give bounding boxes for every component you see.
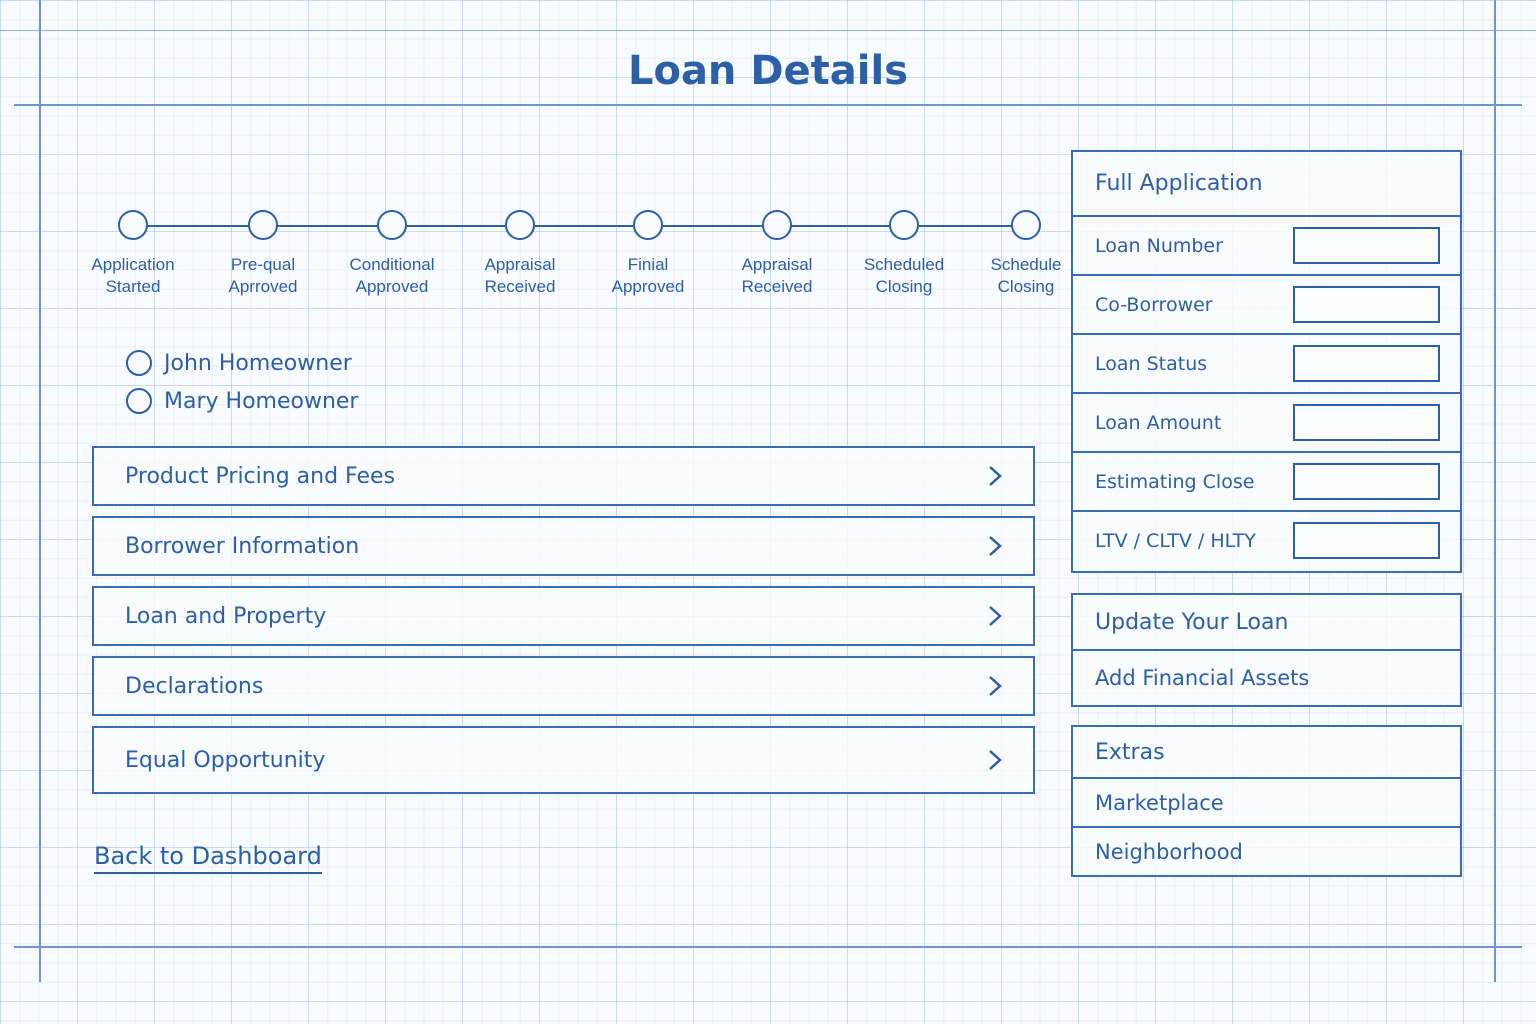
- field-label: Co-Borrower: [1095, 293, 1213, 316]
- progress-step[interactable]: Application Started: [73, 206, 193, 298]
- frame-line-top-outer: [0, 30, 1536, 31]
- step-label: Scheduled Closing: [863, 255, 945, 296]
- co-borrower-input[interactable]: [1293, 286, 1440, 323]
- step-circle-icon: [1011, 210, 1041, 240]
- step-label: Conditional Approved: [349, 255, 435, 296]
- borrower-selector: John Homeowner Mary Homeowner: [126, 344, 358, 420]
- field-row-loan-status: Loan Status: [1073, 333, 1460, 392]
- field-label: LTV / CLTV / HLTY: [1095, 529, 1256, 552]
- section-label: Product Pricing and Fees: [125, 463, 396, 489]
- progress-step[interactable]: Appraisal Received: [717, 206, 837, 298]
- chevron-right-icon: [989, 676, 1002, 696]
- field-label: Loan Number: [1095, 234, 1223, 257]
- chevron-right-icon: [989, 750, 1002, 770]
- borrower-option-mary[interactable]: Mary Homeowner: [126, 382, 358, 420]
- step-label: Appraisal Received: [741, 255, 813, 296]
- field-row-ltv: LTV / CLTV / HLTY: [1073, 510, 1460, 569]
- field-label: Estimating Close: [1095, 470, 1255, 493]
- footer-divider: [14, 946, 1522, 948]
- step-circle-icon: [505, 210, 535, 240]
- section-label: Loan and Property: [125, 603, 327, 629]
- loan-progress-stepper: Application Started Pre-qual Aprroved Co…: [70, 206, 1070, 306]
- section-label: Equal Opportunity: [125, 747, 326, 773]
- step-circle-icon: [377, 210, 407, 240]
- section-label: Borrower Information: [125, 533, 360, 559]
- neighborhood-link[interactable]: Neighborhood: [1073, 826, 1460, 875]
- section-equal-opportunity[interactable]: Equal Opportunity: [92, 726, 1035, 794]
- back-to-dashboard-link[interactable]: Back to Dashboard: [94, 842, 322, 874]
- step-circle-icon: [248, 210, 278, 240]
- update-loan-panel: Update Your Loan Add Financial Assets: [1071, 593, 1462, 707]
- link-label: Neighborhood: [1095, 839, 1243, 864]
- progress-step[interactable]: Schedule Closing: [966, 206, 1086, 298]
- borrower-name: Mary Homeowner: [164, 388, 359, 414]
- progress-step[interactable]: Appraisal Received: [460, 206, 580, 298]
- link-label: Marketplace: [1095, 790, 1224, 815]
- page-title: Loan Details: [627, 48, 909, 94]
- step-label: Appraisal Received: [484, 255, 556, 296]
- progress-step[interactable]: Pre-qual Aprroved: [203, 206, 323, 298]
- progress-step[interactable]: Finial Approved: [588, 206, 708, 298]
- radio-button-icon[interactable]: [126, 350, 152, 376]
- loan-number-input[interactable]: [1293, 227, 1440, 264]
- panel-title: Update Your Loan: [1095, 609, 1289, 635]
- loan-status-input[interactable]: [1293, 345, 1440, 382]
- step-label: Pre-qual Aprroved: [228, 255, 298, 296]
- loan-section-list: Product Pricing and Fees Borrower Inform…: [92, 446, 1035, 804]
- chevron-right-icon: [989, 466, 1002, 486]
- step-circle-icon: [762, 210, 792, 240]
- section-loan-and-property[interactable]: Loan and Property: [92, 586, 1035, 646]
- loan-amount-input[interactable]: [1293, 404, 1440, 441]
- progress-step[interactable]: Scheduled Closing: [844, 206, 964, 298]
- field-label: Loan Status: [1095, 352, 1208, 375]
- panel-title: Extras: [1095, 739, 1165, 765]
- section-borrower-information[interactable]: Borrower Information: [92, 516, 1035, 576]
- section-product-pricing[interactable]: Product Pricing and Fees: [92, 446, 1035, 506]
- chevron-right-icon: [989, 536, 1002, 556]
- chevron-right-icon: [989, 606, 1002, 626]
- section-label: Declarations: [125, 673, 264, 699]
- field-row-loan-amount: Loan Amount: [1073, 392, 1460, 451]
- progress-step[interactable]: Conditional Approved: [332, 206, 452, 298]
- estimating-close-input[interactable]: [1293, 463, 1440, 500]
- ltv-input[interactable]: [1293, 522, 1440, 559]
- extras-panel: Extras Marketplace Neighborhood: [1071, 725, 1462, 877]
- borrower-name: John Homeowner: [164, 350, 352, 376]
- step-circle-icon: [118, 210, 148, 240]
- marketplace-link[interactable]: Marketplace: [1073, 777, 1460, 826]
- panel-title: Full Application: [1095, 171, 1263, 196]
- field-row-loan-number: Loan Number: [1073, 215, 1460, 274]
- progress-track: [133, 225, 1026, 227]
- step-circle-icon: [889, 210, 919, 240]
- section-declarations[interactable]: Declarations: [92, 656, 1035, 716]
- field-row-co-borrower: Co-Borrower: [1073, 274, 1460, 333]
- full-application-panel: Full Application Loan Number Co-Borrower…: [1071, 150, 1462, 573]
- add-financial-assets-link[interactable]: Add Financial Assets: [1073, 649, 1460, 705]
- field-row-estimating-close: Estimating Close: [1073, 451, 1460, 510]
- field-label: Loan Amount: [1095, 411, 1222, 434]
- radio-button-icon[interactable]: [126, 388, 152, 414]
- step-label: Application Started: [91, 255, 175, 296]
- step-circle-icon: [633, 210, 663, 240]
- step-label: Finial Approved: [611, 255, 685, 296]
- link-label: Add Financial Assets: [1095, 666, 1310, 690]
- header-divider: [14, 104, 1522, 106]
- borrower-option-john[interactable]: John Homeowner: [126, 344, 358, 382]
- frame-line-left: [39, 0, 41, 982]
- frame-line-right: [1494, 0, 1496, 982]
- step-label: Schedule Closing: [990, 255, 1062, 296]
